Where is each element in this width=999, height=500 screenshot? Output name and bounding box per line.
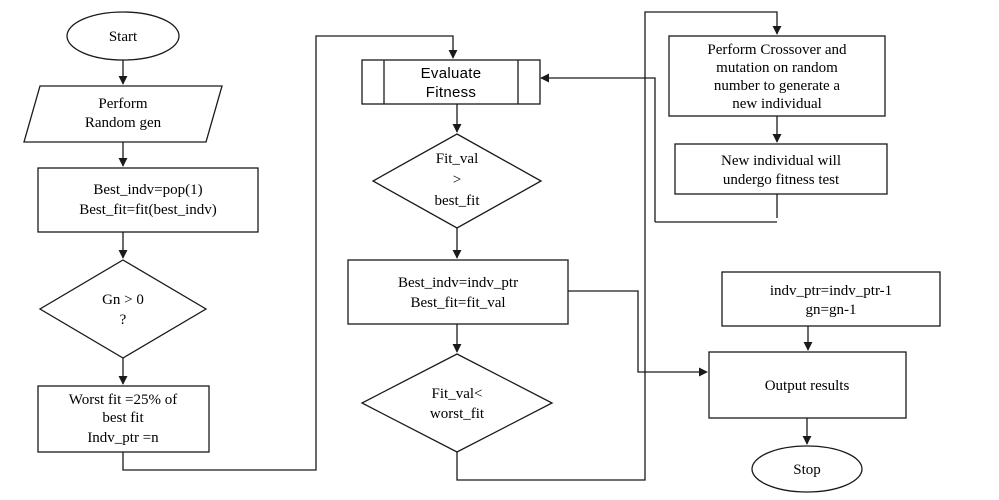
crossover-label-line2: mutation on random [716,60,838,76]
fit-lt-worst-decision: Fit_val< worst_fit [360,353,554,453]
gn-check-decision: Gn > 0 ? [38,259,208,359]
fit-gt-best-decision: Fit_val > best_fit [371,133,543,229]
new-individual-label-line2: undergo fitness test [723,172,840,188]
random-gen-label-line2: Random gen [85,115,162,131]
fit-lt-label-line2: worst_fit [430,406,485,422]
worst-fit-label-line2: best fit [102,410,144,426]
gn-check-label-line2: ? [120,312,127,328]
new-individual-node: New individual will undergo fitness test [674,143,888,195]
output-label: Output results [765,378,850,394]
crossover-node: Perform Crossover and mutation on random… [668,35,886,117]
start-label: Start [109,29,138,45]
new-individual-label-line1: New individual will [721,153,841,169]
decrement-label-line2: gn=gn-1 [806,302,857,318]
init-best-node: Best_indv=pop(1) Best_fit=fit(best_indv) [37,167,259,233]
evaluate-label-line1: Evaluate [421,65,482,82]
arrow-worst-to-evaluate [122,35,458,471]
update-best-node: Best_indv=indv_ptr Best_fit=fit_val [347,259,569,325]
fit-lt-label-line1: Fit_val< [432,386,483,402]
arrow-loop-to-evaluate [540,73,656,222]
crossover-label-line3: number to generate a [714,78,841,94]
update-best-label-line2: Best_fit=fit_val [410,295,505,311]
stop-node: Stop [751,445,863,493]
fit-gt-label-line3: best_fit [435,193,481,209]
init-label-line2: Best_fit=fit(best_indv) [79,202,217,218]
decrement-label-line1: indv_ptr=indv_ptr-1 [770,283,892,299]
worst-fit-node: Worst fit =25% of best fit Indv_ptr =n [37,385,210,453]
crossover-label-line4: new individual [732,96,822,112]
decrement-node: indv_ptr=indv_ptr-1 gn=gn-1 [721,271,941,327]
start-node: Start [66,11,180,61]
crossover-label-line1: Perform Crossover and [707,42,847,58]
fit-gt-label-line2: > [453,172,461,188]
worst-fit-label-line1: Worst fit =25% of [69,392,178,408]
fit-gt-label-line1: Fit_val [436,151,479,167]
output-results-node: Output results [708,351,907,419]
arrow-fitlt-to-crossover [456,11,782,481]
random-gen-label-line1: Perform [98,96,147,112]
evaluate-label-line2: Fitness [426,84,476,101]
update-best-label-line1: Best_indv=indv_ptr [398,275,518,291]
random-gen-node: Perform Random gen [23,85,223,143]
init-label-line1: Best_indv=pop(1) [93,182,202,198]
worst-fit-label-line3: Indv_ptr =n [87,430,159,446]
stop-label: Stop [793,462,821,478]
evaluate-fitness-process: Evaluate Fitness [361,59,541,105]
arrow-update-to-output [568,290,708,377]
gn-check-label-line1: Gn > 0 [102,292,144,308]
